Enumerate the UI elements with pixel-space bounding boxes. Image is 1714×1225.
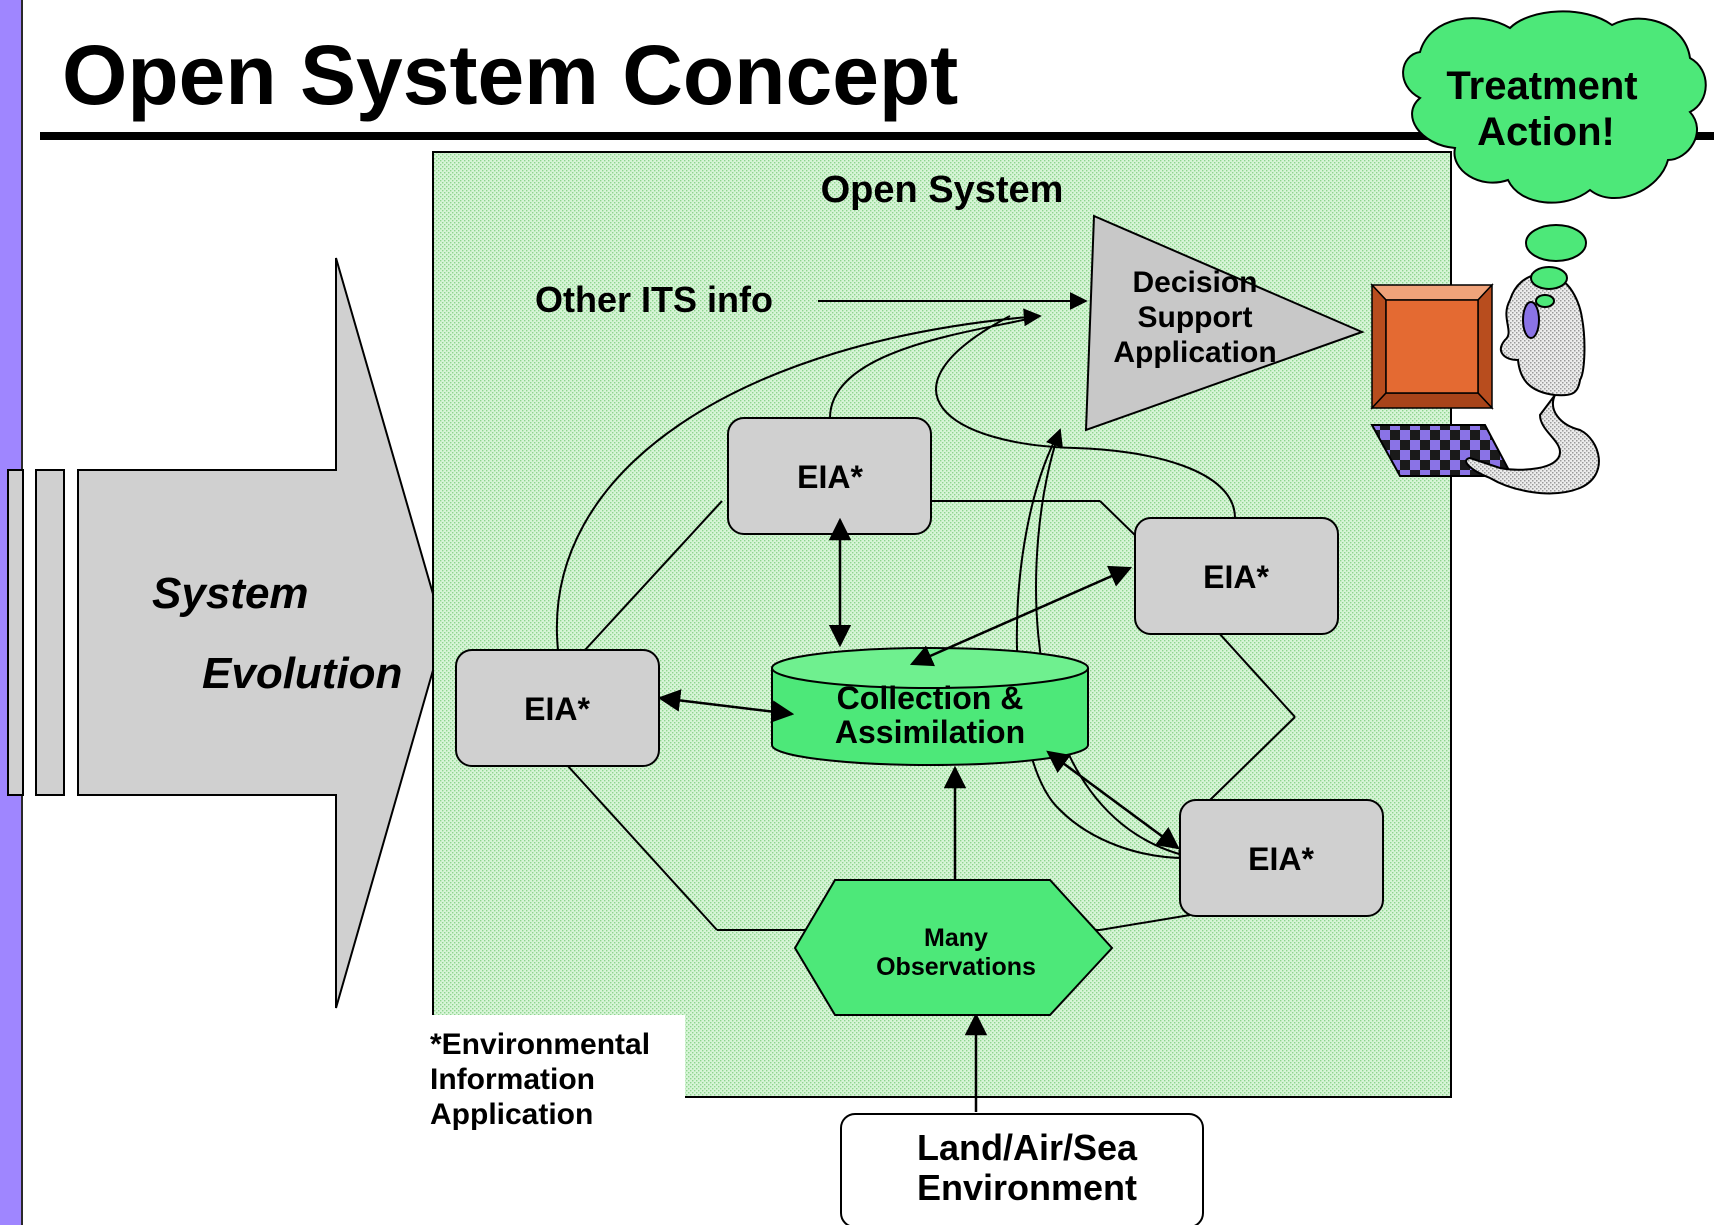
footnote-line3: Application <box>430 1098 593 1131</box>
eia-label-bottom-right: EIA* <box>1248 841 1314 877</box>
person-icon <box>1465 273 1600 495</box>
collection-line2: Assimilation <box>835 714 1025 750</box>
observations-line1: Many <box>924 924 988 952</box>
thought-line2: Action! <box>1477 110 1615 154</box>
thought-line1: Treatment <box>1446 64 1637 108</box>
eia-box-bottom-right <box>1179 799 1384 917</box>
eia-label-left: EIA* <box>524 691 590 727</box>
eia-label-top: EIA* <box>797 459 863 495</box>
observations-line2: Observations <box>876 953 1036 981</box>
thought-bubble <box>1402 10 1707 308</box>
eia-box-right <box>1134 517 1339 635</box>
decision-support-triangle <box>1084 214 1365 432</box>
system-evolution-line1: System <box>152 569 309 618</box>
eia-label-right: EIA* <box>1203 559 1269 595</box>
decision-support-line2: Support <box>1138 301 1253 334</box>
other-its-info-label: Other ITS info <box>535 279 773 320</box>
monitor-icon <box>1370 283 1494 410</box>
data-arrows <box>657 517 1180 1112</box>
environment-line1: Land/Air/Sea <box>917 1127 1138 1168</box>
observations-hexagon <box>793 879 1114 1016</box>
environment-box <box>840 1113 1204 1225</box>
system-evolution-line2: Evolution <box>202 649 402 698</box>
system-evolution-arrow <box>7 257 446 1009</box>
collection-line1: Collection & <box>837 680 1024 716</box>
open-system-label: Open System <box>821 169 1064 211</box>
footnote-line2: Information <box>430 1063 595 1096</box>
footnote-line1: *Environmental <box>430 1028 650 1061</box>
environment-line2: Environment <box>917 1167 1137 1208</box>
decision-support-line3: Application <box>1113 336 1276 369</box>
decision-support-line1: Decision <box>1132 266 1257 299</box>
page-title: Open System Concept <box>62 28 958 122</box>
footnote-backdrop <box>420 1015 685 1135</box>
